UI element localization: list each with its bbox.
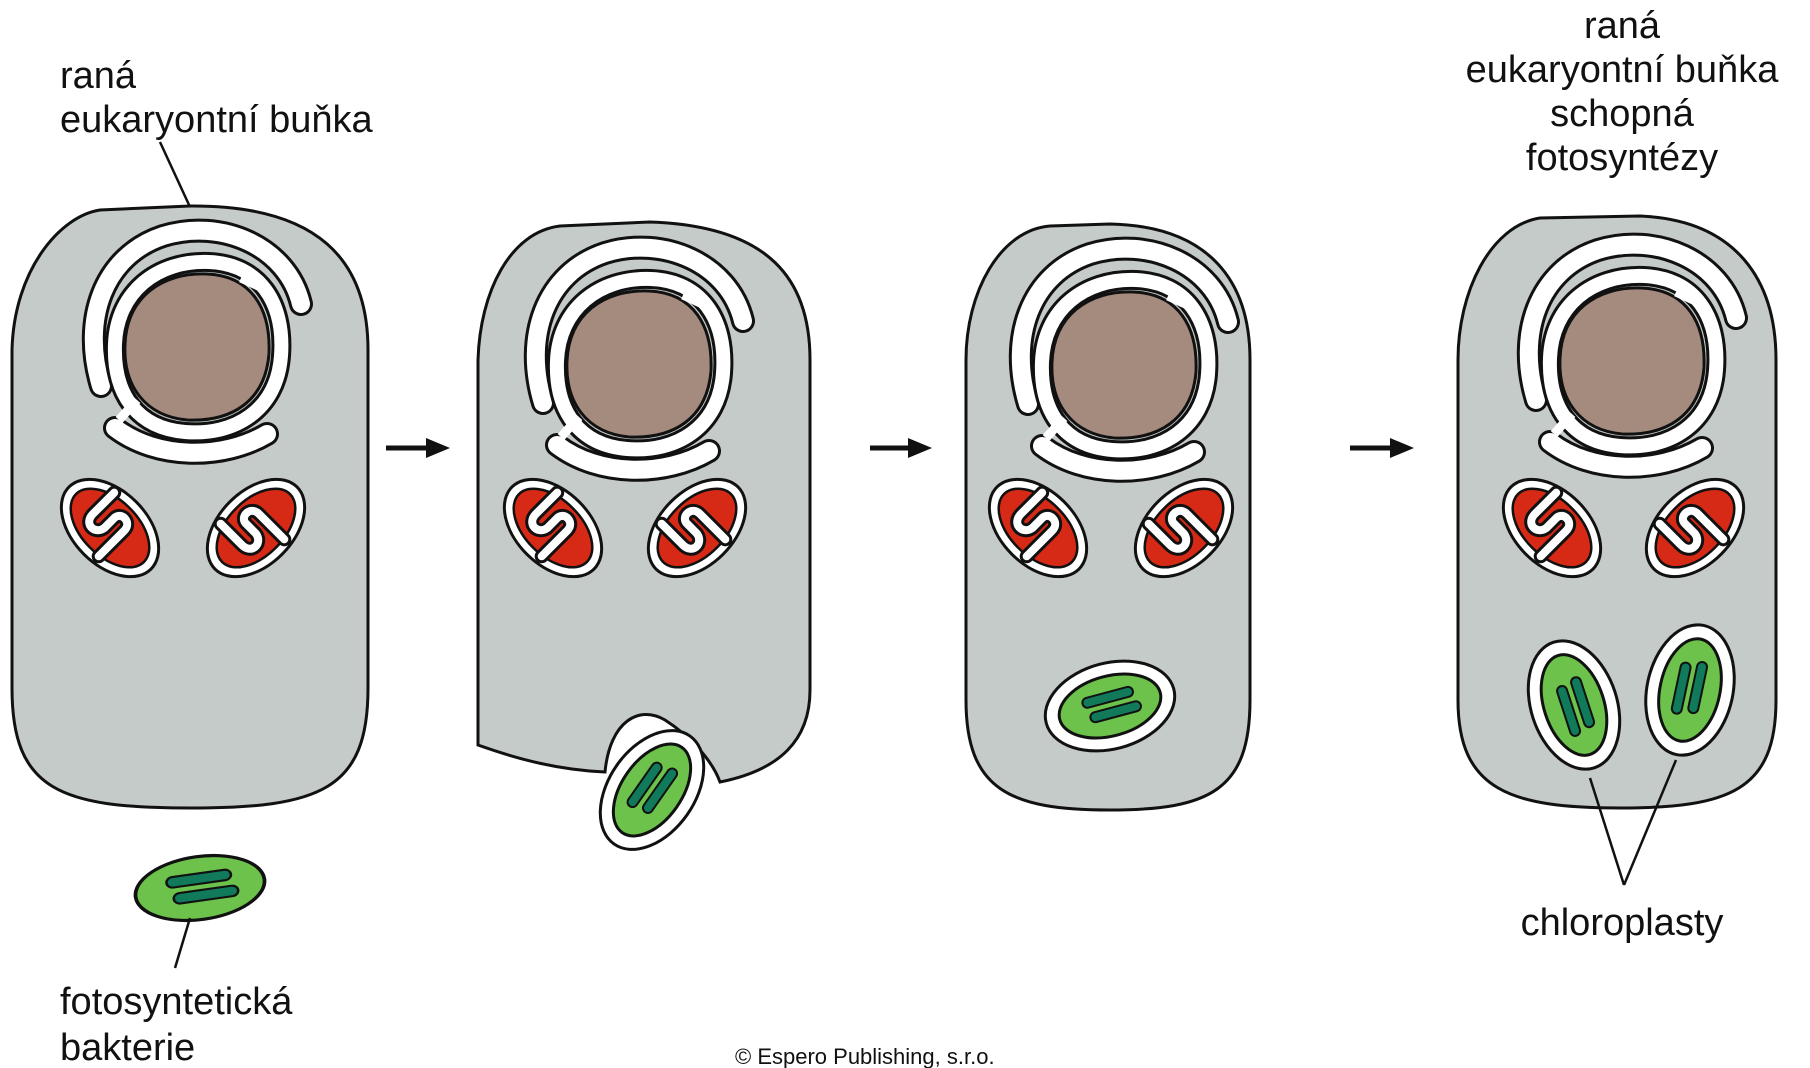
photosynthetic-bacterium bbox=[131, 848, 269, 928]
cell-4 bbox=[1458, 216, 1776, 808]
copyright-notice: © Espero Publishing, s.r.o. bbox=[735, 1044, 995, 1068]
label-early-cell-line2: eukaryontní buňka bbox=[60, 99, 374, 141]
label-bacterium-line1: fotosyntetická bbox=[60, 981, 293, 1023]
label-photo-cell-line3: schopná bbox=[1550, 93, 1695, 135]
arrow-1 bbox=[386, 438, 450, 458]
label-chloroplasts: chloroplasty bbox=[1521, 902, 1724, 944]
label-photo-cell-line2: eukaryontní buňka bbox=[1466, 49, 1780, 91]
label-photo-cell-line4: fotosyntézy bbox=[1526, 137, 1718, 179]
leader-bacterium bbox=[175, 918, 190, 968]
cell-2 bbox=[478, 222, 810, 869]
arrow-3 bbox=[1350, 438, 1414, 458]
label-early-cell-line1: raná bbox=[60, 55, 137, 97]
label-photo-cell-line1: raná bbox=[1584, 5, 1661, 47]
leader-early-cell bbox=[160, 142, 190, 207]
arrow-2 bbox=[870, 438, 932, 458]
cell-3 bbox=[966, 224, 1251, 810]
cell-1 bbox=[12, 206, 368, 808]
label-bacterium-line2: bakterie bbox=[60, 1027, 195, 1068]
